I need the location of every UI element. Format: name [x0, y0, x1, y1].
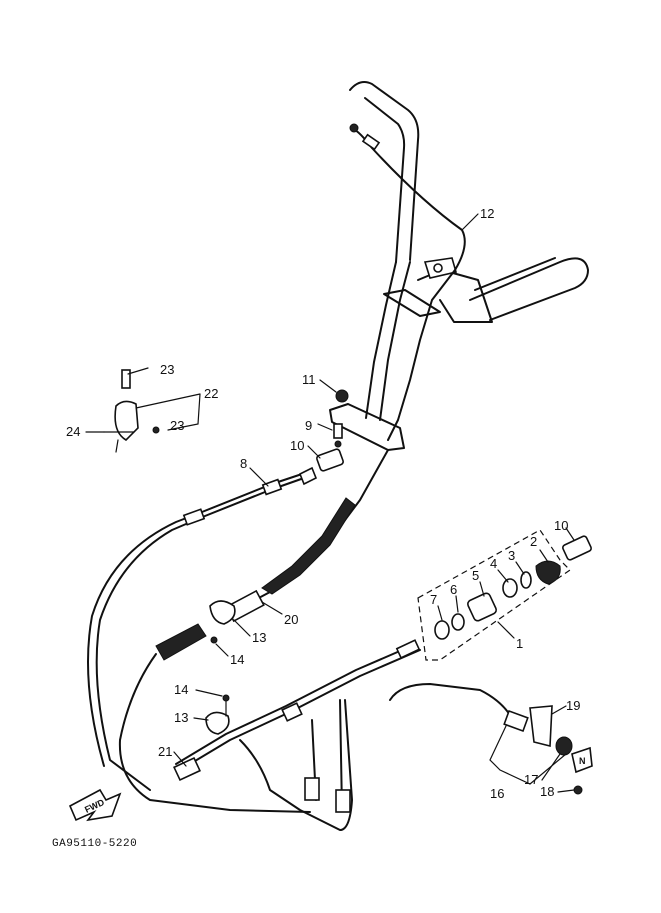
parts-kit-1: [417, 529, 592, 661]
cable-12: [349, 123, 466, 441]
callout-17: 18: [540, 784, 554, 799]
callout-13-lower: 13: [174, 710, 188, 725]
callout-10-lower: 10: [554, 518, 568, 533]
callout-6: 6: [450, 582, 457, 597]
handlebar: [349, 81, 589, 421]
callout-14-lower: 14: [174, 682, 188, 697]
callout-24: 24: [66, 424, 80, 439]
cable-8: [87, 448, 344, 791]
clamp-13-upper: [209, 600, 236, 644]
cable-19: [225, 449, 389, 623]
drawing-code: GA95110-5220: [52, 838, 137, 850]
callout-14-upper: 14: [230, 652, 244, 667]
callout-23: 23: [160, 362, 174, 377]
callout-3: 3: [508, 548, 515, 563]
clip-assembly: [103, 369, 160, 453]
callout-15: 16: [490, 786, 504, 801]
switch-n-label: N: [579, 756, 586, 766]
callout-13-upper: 13: [252, 630, 266, 645]
part-callouts: 12 11 9 10 8 20 13 14 14 13 21 23 22 23 …: [66, 206, 580, 801]
callout-8: 8: [240, 456, 247, 471]
callout-9: 9: [305, 418, 312, 433]
callout-18: 19: [566, 698, 580, 713]
callout-16: 17: [524, 772, 538, 787]
callout-12: 12: [480, 206, 494, 221]
callout-5: 5: [472, 568, 479, 583]
callout-21: 22: [204, 386, 218, 401]
callout-1: 1: [516, 636, 523, 651]
clamp-13-lower: [205, 694, 230, 735]
callout-22: 23: [170, 418, 184, 433]
cable-lower-corrugated: [118, 623, 311, 813]
callout-20: 21: [158, 744, 172, 759]
callout-10-upper: 10: [290, 438, 304, 453]
cable-main: [173, 639, 511, 831]
callout-2: 2: [530, 534, 537, 549]
switch-assembly: [503, 705, 593, 795]
callout-19: 20: [284, 612, 298, 627]
bracket: [329, 389, 405, 451]
callout-4: 4: [490, 556, 497, 571]
leader-lines: [85, 213, 575, 793]
callout-7: 7: [430, 592, 437, 607]
fwd-arrow-icon: FWD: [68, 788, 122, 822]
callout-11: 11: [302, 372, 316, 387]
